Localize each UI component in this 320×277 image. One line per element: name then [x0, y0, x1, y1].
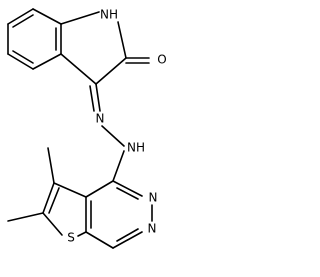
- n-c-bond: [112, 150, 125, 182]
- bond: [85, 231, 114, 249]
- atom-label-sulfur: S: [67, 231, 75, 245]
- bond: [53, 182, 87, 198]
- double-bond-inner: [48, 187, 60, 214]
- atom-label-n-hydrazone: N: [96, 112, 105, 126]
- imine-double-bond: [89, 85, 95, 112]
- methyl-bond: [47, 147, 55, 184]
- double-bond-inner: [116, 228, 139, 242]
- double-bond-inner: [12, 50, 34, 64]
- oxindole-benzene-ring: [7, 8, 62, 70]
- methyl-bond: [7, 212, 44, 222]
- atom-label-n-pyrimidine-top: N: [149, 191, 158, 205]
- hydrazone-linkage: [89, 83, 125, 182]
- bond: [7, 8, 34, 25]
- atom-label-oxygen: O: [157, 53, 166, 67]
- molecule-canvas: NH O N NH N N S: [7, 7, 167, 249]
- thienopyrimidine-ring-system: [7, 147, 153, 249]
- bond: [77, 231, 87, 237]
- bond: [60, 11, 100, 25]
- oxindole-lactam-ring: [60, 11, 150, 85]
- bond: [95, 57, 127, 85]
- atom-label-nh-hydrazone: NH: [127, 141, 145, 155]
- bond: [32, 8, 62, 25]
- double-bond-inner: [116, 187, 139, 200]
- n-n-bond: [101, 125, 125, 147]
- chemical-structure-diagram: NH O N NH N N S: [7, 8, 167, 249]
- bond: [32, 53, 62, 70]
- bond: [112, 180, 143, 197]
- bond: [60, 53, 97, 85]
- imine-double-bond: [95, 83, 101, 112]
- atom-label-nh-indole: NH: [100, 8, 118, 22]
- bond: [85, 180, 114, 198]
- bond: [42, 212, 63, 236]
- atom-label-n-pyrimidine-bottom: N: [148, 222, 157, 236]
- bond: [7, 53, 34, 70]
- bond: [112, 231, 143, 249]
- double-bond-inner: [12, 14, 34, 28]
- bond: [42, 182, 55, 214]
- bond: [117, 21, 127, 59]
